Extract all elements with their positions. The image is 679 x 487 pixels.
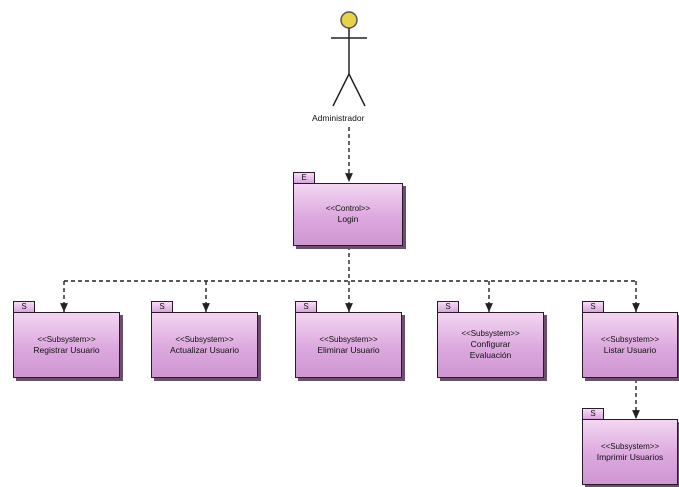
package-stereotype: <<Subsystem>>	[175, 334, 234, 344]
package-name: Configurar Evaluación	[469, 339, 512, 360]
package-stereotype: <<Subsystem>>	[37, 334, 96, 344]
actor-head	[340, 11, 358, 29]
actor-right-leg	[348, 73, 366, 107]
package-name: Eliminar Usuario	[317, 344, 380, 355]
package-stereotype: <<Subsystem>>	[461, 329, 520, 338]
package-body: <<Subsystem>> Listar Usuario	[582, 312, 678, 378]
package-listar-usuario[interactable]: S <<Subsystem>> Listar Usuario	[582, 301, 678, 378]
package-registrar-usuario[interactable]: S <<Subsystem>> Registrar Usuario	[13, 301, 120, 378]
actor-figure	[331, 11, 367, 107]
package-stereotype: <<Subsystem>>	[600, 334, 660, 344]
package-imprimir-usuarios[interactable]: S <<Subsystem>> Imprimir Usuarios	[582, 408, 678, 485]
package-login[interactable]: E <<Control>> Login	[293, 172, 403, 246]
package-eliminar-usuario[interactable]: S <<Subsystem>> Eliminar Usuario	[295, 301, 402, 378]
package-stereotype: <<Subsystem>>	[600, 441, 660, 451]
package-name: Actualizar Usuario	[170, 344, 239, 355]
actor-left-leg	[332, 73, 350, 107]
package-body: <<Subsystem>> Eliminar Usuario	[295, 312, 402, 378]
package-actualizar-usuario[interactable]: S <<Subsystem>> Actualizar Usuario	[151, 301, 258, 378]
package-name: Registrar Usuario	[33, 344, 100, 355]
package-body: <<Control>> Login	[293, 183, 403, 246]
package-body: <<Subsystem>> Actualizar Usuario	[151, 312, 258, 378]
package-stereotype: <<Control>>	[325, 204, 371, 213]
package-body: <<Subsystem>> Configurar Evaluación	[437, 312, 544, 378]
actor-label: Administrador	[312, 113, 365, 123]
package-body: <<Subsystem>> Registrar Usuario	[13, 312, 120, 378]
package-name: Login	[337, 214, 359, 224]
package-name: Listar Usuario	[603, 344, 657, 355]
package-stereotype: <<Subsystem>>	[319, 334, 378, 344]
package-configurar-evaluacion[interactable]: S <<Subsystem>> Configurar Evaluación	[437, 301, 544, 378]
package-body: <<Subsystem>> Imprimir Usuarios	[582, 419, 678, 485]
package-name: Imprimir Usuarios	[596, 451, 664, 462]
